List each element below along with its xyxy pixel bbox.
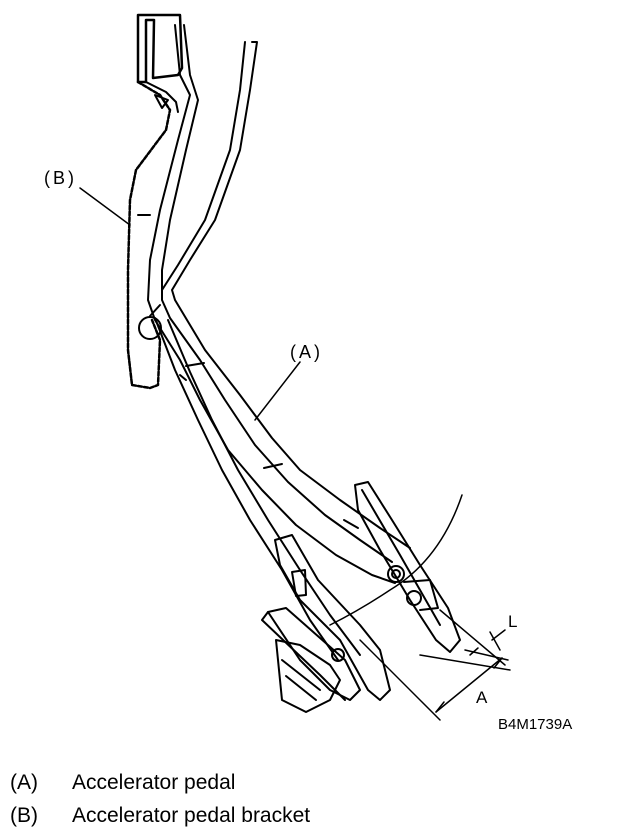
- legend-text: Accelerator pedal bracket: [72, 804, 311, 827]
- callout-a: (A): [290, 342, 323, 362]
- pedal-arm: [147, 24, 411, 661]
- callout-b: (B): [44, 168, 77, 188]
- dimension-a: [359, 639, 511, 721]
- pedal-stop: [261, 534, 391, 713]
- legend-text: Accelerator pedal: [72, 771, 236, 794]
- legend-row: (B) Accelerator pedal bracket: [10, 799, 630, 832]
- dimension-l: [439, 609, 509, 666]
- travel-arc: [329, 494, 463, 626]
- legend: (A) Accelerator pedal (B) Accelerator pe…: [10, 766, 630, 832]
- pedal-pad: [354, 481, 461, 653]
- dimension-a-label: A: [476, 688, 488, 707]
- pedal-bracket: [126, 13, 184, 390]
- legend-key: (A): [10, 771, 38, 794]
- callout-a-leader: [254, 361, 301, 421]
- legend-key: (B): [10, 804, 38, 827]
- legend-row: (A) Accelerator pedal: [10, 766, 630, 799]
- dimension-l-label: L: [508, 612, 518, 631]
- figure-id: B4M1739A: [498, 716, 573, 733]
- pedal-diagram: (B) (A) L A B4M1739A: [44, 13, 573, 733]
- callout-b-leader: [79, 187, 131, 226]
